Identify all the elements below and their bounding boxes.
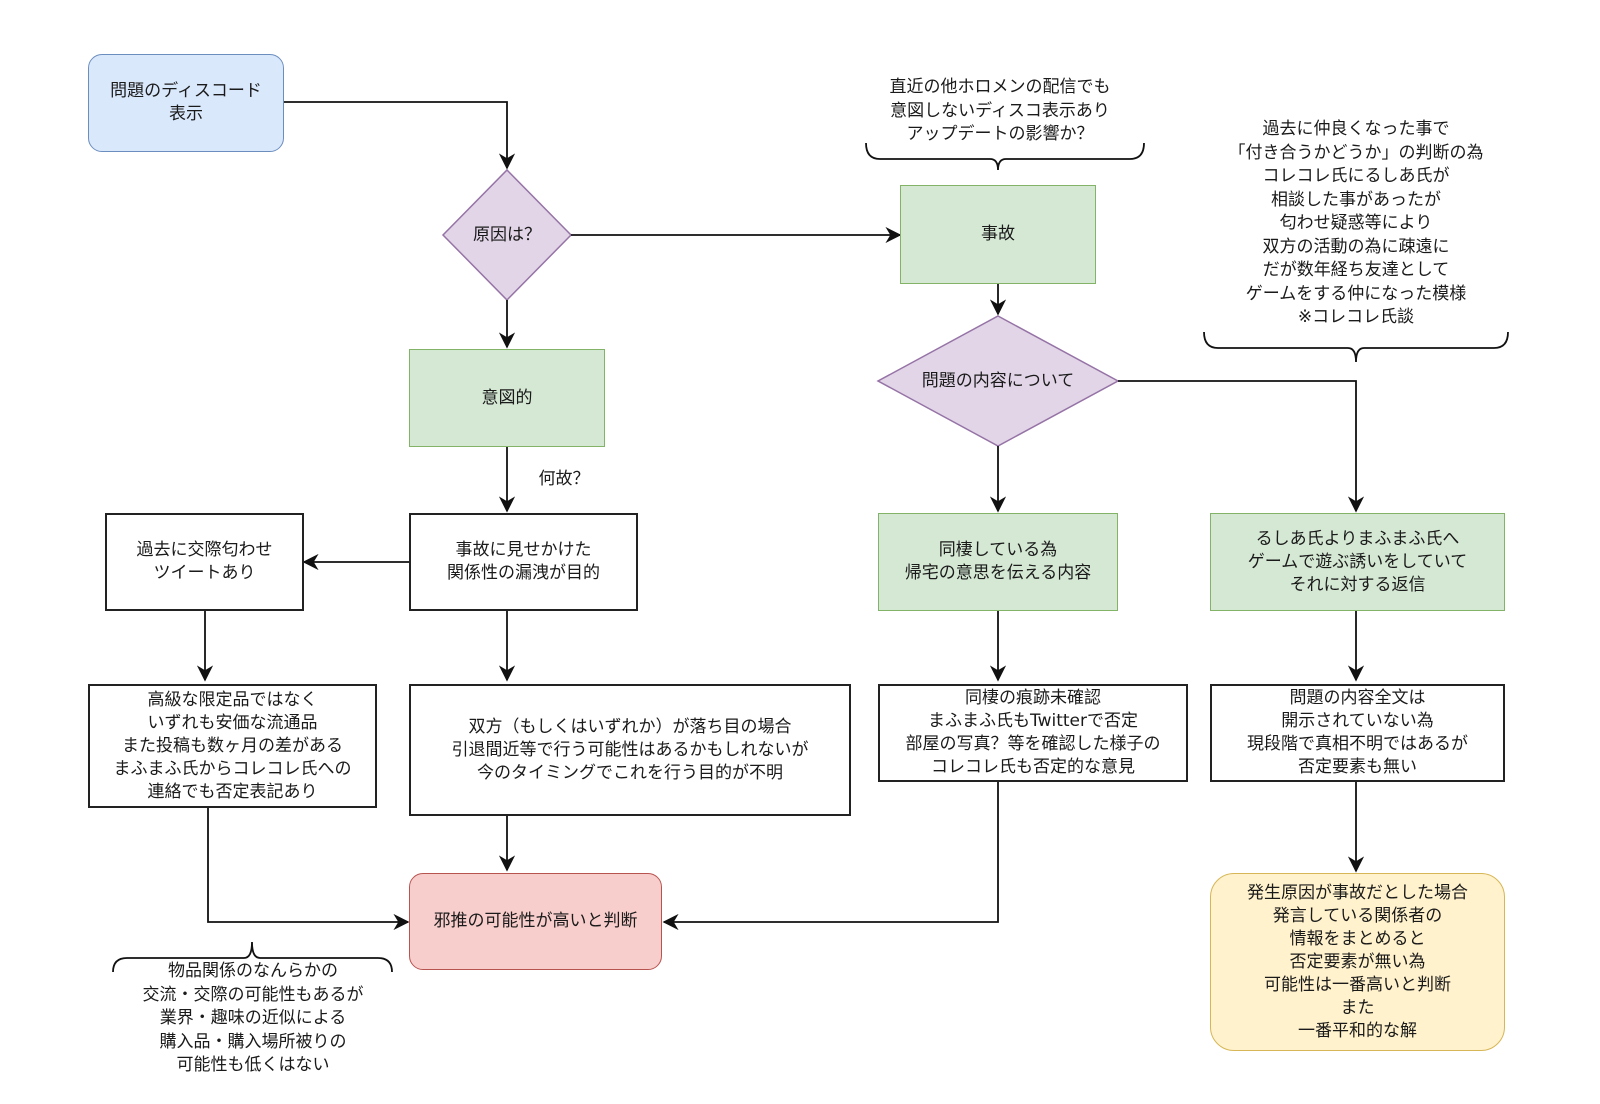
cheap-items-node[interactable]: 高級な限定品ではなく いずれも安価な流通品 また投稿も数ヶ月の差がある まふまふ… <box>88 684 377 808</box>
edge-unconfirmed-to-speculation <box>662 781 999 931</box>
goods-note: 物品関係のなんらかの 交流・交際の可能性もあるが 業界・趣味の近似による 購入品… <box>142 961 364 1075</box>
content-decision-label[interactable]: 問題の内容について <box>921 370 1075 391</box>
timing-unclear-node[interactable]: 双方（もしくはいずれか）が落ち目の場合 引退間近等で行う可能性はあるかもしれない… <box>409 684 851 816</box>
goods-note-brace <box>112 941 393 973</box>
start-node[interactable]: 問題のディスコード 表示 <box>88 54 284 152</box>
disguised-leak-node[interactable]: 事故に見せかけた 関係性の漏洩が目的 <box>409 513 638 611</box>
accident-node[interactable]: 事故 <box>900 185 1096 284</box>
cohabiting-node[interactable]: 同棲している為 帰宅の意思を伝える内容 <box>878 513 1118 611</box>
update-note-brace <box>865 142 1145 171</box>
edge-content-to-game <box>1118 380 1365 513</box>
history-note: 過去に仲良くなった事で 「付き合うかどうか」の判断の為 コレコレ氏にるしあ氏が … <box>1228 119 1484 327</box>
edge-cheap-to-speculation <box>207 808 410 931</box>
intentional-node[interactable]: 意図的 <box>409 349 605 447</box>
game-invite-node[interactable]: るしあ氏よりまふまふ氏へ ゲームで遊ぶ誘いをしていて それに対する返信 <box>1210 513 1505 611</box>
full-text-undisclosed-node[interactable]: 問題の内容全文は 開示されていない為 現段階で真相不明ではあるが 否定要素も無い <box>1210 684 1505 782</box>
speculation-conclusion-node[interactable]: 邪推の可能性が高いと判断 <box>409 873 662 970</box>
accident-conclusion-node[interactable]: 発生原因が事故だとした場合 発言している関係者の 情報をまとめると 否定要素が無… <box>1210 873 1505 1051</box>
why-edge-label: 何故？ <box>538 469 590 489</box>
history-note-brace <box>1203 331 1509 363</box>
update-note: 直近の他ホロメンの配信でも 意図しないディスコ表示あり アップデートの影響か？ <box>889 77 1111 144</box>
cause-decision-label[interactable]: 原因は？ <box>473 224 541 245</box>
past-tweet-node[interactable]: 過去に交際匂わせ ツイートあり <box>105 513 304 611</box>
cohabit-unconfirmed-node[interactable]: 同棲の痕跡未確認 まふまふ氏もTwitterで否定 部屋の写真？等を確認した様子… <box>878 684 1188 782</box>
edge-start-to-cause <box>284 101 516 170</box>
